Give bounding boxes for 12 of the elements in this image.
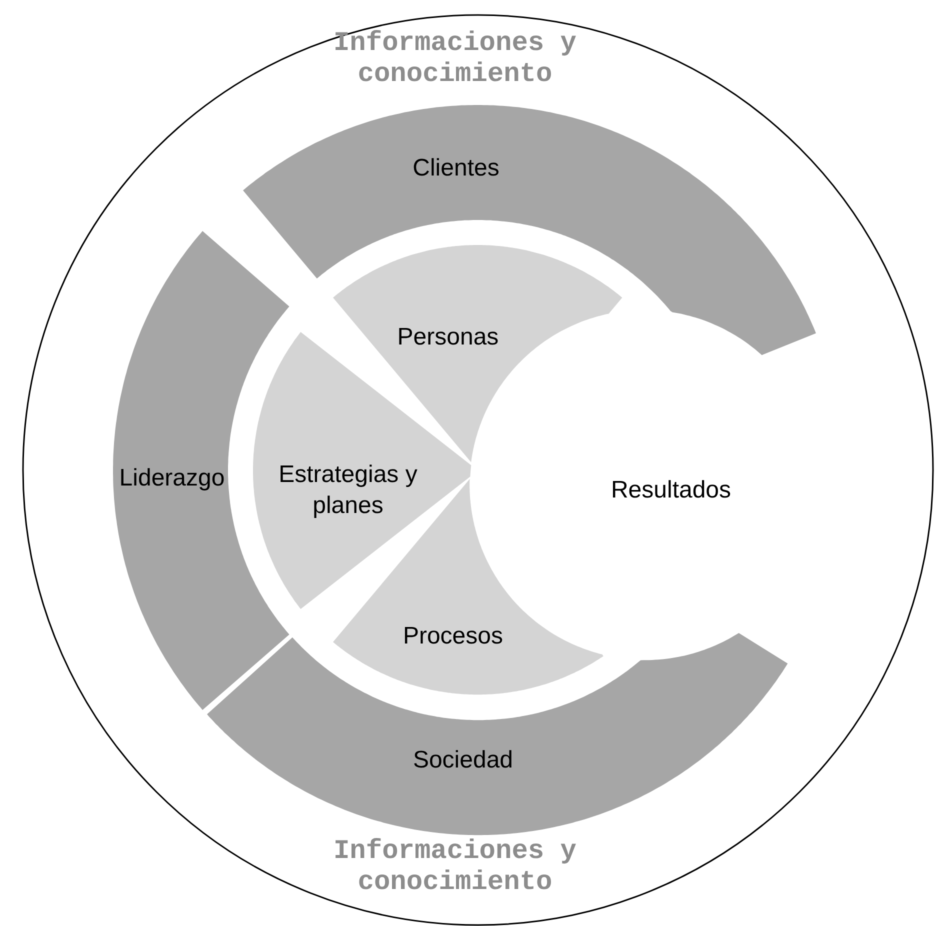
segment-label: Personas	[397, 322, 499, 352]
segment-label: Liderazgo	[119, 463, 225, 494]
segment-label: Resultados	[610, 475, 732, 506]
wedge-segment	[333, 245, 623, 462]
outer-circle	[23, 15, 933, 925]
heading: Informaciones y conocimiento	[332, 836, 578, 900]
ring-segment	[243, 105, 816, 356]
segment-label: Estrategias y planes	[278, 460, 418, 521]
segment-label: Sociedad	[412, 745, 514, 776]
segment-label: Procesos	[402, 621, 503, 652]
segment-label: Clientes	[412, 153, 500, 184]
heading: Informaciones y conocimiento	[332, 28, 578, 92]
